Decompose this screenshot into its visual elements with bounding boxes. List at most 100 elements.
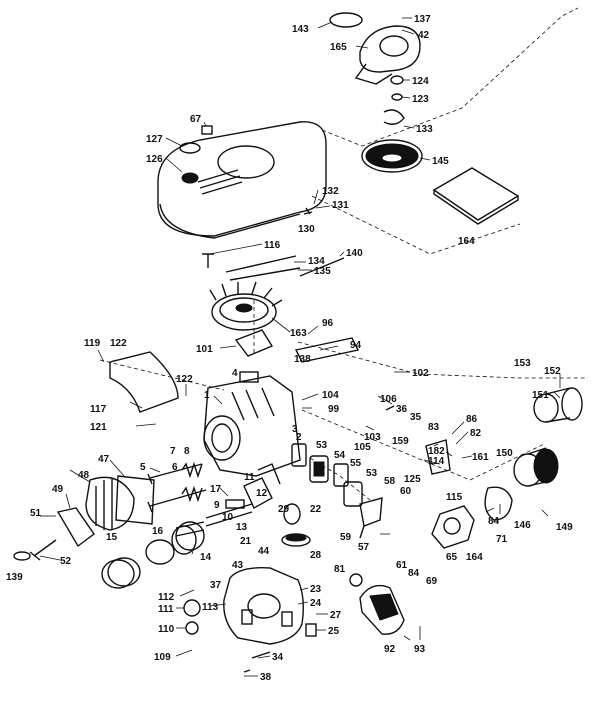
part-label: 51: [30, 508, 42, 519]
part-label: 82: [470, 428, 482, 439]
part-label: 11: [244, 472, 255, 483]
valve-spring-part: [181, 461, 203, 479]
part-label: 159: [392, 436, 409, 447]
part-label: 130: [298, 224, 315, 235]
fuel-tank-part: [157, 121, 327, 239]
part-label: 71: [496, 534, 508, 545]
oil-seal-part: [183, 599, 201, 617]
part-label: 2: [296, 432, 302, 443]
part-label: 113: [202, 602, 219, 613]
part-label: 60: [400, 486, 412, 497]
part-label: 5: [140, 462, 146, 473]
crankcase-cover-part: [223, 567, 305, 645]
part-label: 126: [146, 154, 163, 165]
part-label: 21: [240, 536, 252, 547]
part-label: 92: [384, 644, 396, 655]
part-label: 84: [488, 516, 500, 527]
part-label: 106: [380, 394, 397, 405]
part-label: 59: [340, 532, 352, 543]
part-label: 104: [322, 390, 339, 401]
part-label: 132: [322, 186, 339, 197]
dipstick-cap-part: [305, 623, 317, 637]
part-label: 42: [418, 30, 430, 41]
alignment-lines: [99, 7, 588, 501]
filter-cup-part: [533, 387, 583, 423]
plug-81-part: [349, 573, 363, 587]
gas-cap-part: [179, 142, 201, 154]
muffler-bracket-part: [56, 507, 95, 548]
piston-rings-part: [101, 539, 175, 589]
part-label: 4: [232, 368, 238, 379]
part-label: 99: [328, 404, 340, 415]
part-label: 22: [310, 504, 322, 515]
rod-part: [299, 257, 345, 277]
part-label: 28: [310, 550, 322, 561]
muffler-part: [85, 476, 135, 531]
part-label: 83: [428, 422, 440, 433]
exhaust-plate-part: [115, 475, 155, 525]
part-label: 127: [146, 134, 163, 145]
filter-element-part: [513, 447, 559, 487]
part-label: 49: [52, 484, 64, 495]
part-label: 53: [366, 468, 378, 479]
part-label: 122: [176, 374, 193, 385]
part-label: 57: [358, 542, 370, 553]
part-label: 119: [84, 338, 101, 349]
part-label: 3: [292, 424, 298, 435]
part-label: 55: [350, 458, 362, 469]
part-label: 65: [446, 552, 458, 563]
seal-ring-part: [329, 12, 363, 28]
cam-gear-part: [281, 503, 311, 547]
part-label: 138: [294, 354, 311, 365]
carburetor-part: [431, 505, 475, 549]
leader-lines: [39, 17, 561, 677]
part-label: 121: [90, 422, 107, 433]
part-label: 133: [416, 124, 433, 135]
part-label: 81: [334, 564, 346, 575]
part-label: 48: [78, 470, 90, 481]
linkage-part: [425, 439, 451, 475]
part-label: 8: [184, 446, 190, 457]
part-label: 23: [310, 584, 322, 595]
part-label: 24: [310, 598, 322, 609]
part-label: 9: [214, 500, 220, 511]
gasket-part: [291, 443, 307, 467]
part-label: 6: [172, 462, 178, 473]
part-label: 143: [292, 24, 309, 35]
part-label: 7: [170, 446, 176, 457]
vent-part: [201, 125, 213, 135]
part-label: 111: [158, 604, 174, 615]
part-label: 116: [264, 240, 281, 251]
baffle-part: [109, 351, 179, 413]
part-label: 44: [258, 546, 270, 557]
part-label: 96: [322, 318, 334, 329]
part-label: 34: [272, 652, 284, 663]
part-label: 150: [496, 448, 513, 459]
part-drawings: [13, 12, 583, 673]
part-label: 140: [346, 248, 363, 259]
part-label: 110: [158, 624, 175, 635]
part-label: 109: [154, 652, 171, 663]
part-label: 27: [330, 610, 342, 621]
spark-plug-part: [29, 539, 57, 561]
part-label: 114: [428, 456, 445, 467]
part-label: 47: [98, 454, 110, 465]
part-label: 112: [158, 592, 175, 603]
part-label: 17: [210, 484, 222, 495]
part-label: 149: [556, 522, 573, 533]
part-label: 58: [384, 476, 396, 487]
part-label: 152: [544, 366, 561, 377]
part-label: 164: [458, 236, 475, 247]
washer-part: [391, 93, 403, 101]
part-label: 38: [260, 672, 272, 683]
part-label: 16: [152, 526, 164, 537]
part-label: 1: [204, 390, 210, 401]
part-label: 151: [532, 390, 549, 401]
part-label: 145: [432, 156, 449, 167]
part-label: 61: [396, 560, 408, 571]
part-label: 117: [90, 404, 107, 415]
bolt-part: [202, 253, 214, 268]
bolt-34-part: [243, 651, 271, 673]
part-label: 153: [514, 358, 531, 369]
